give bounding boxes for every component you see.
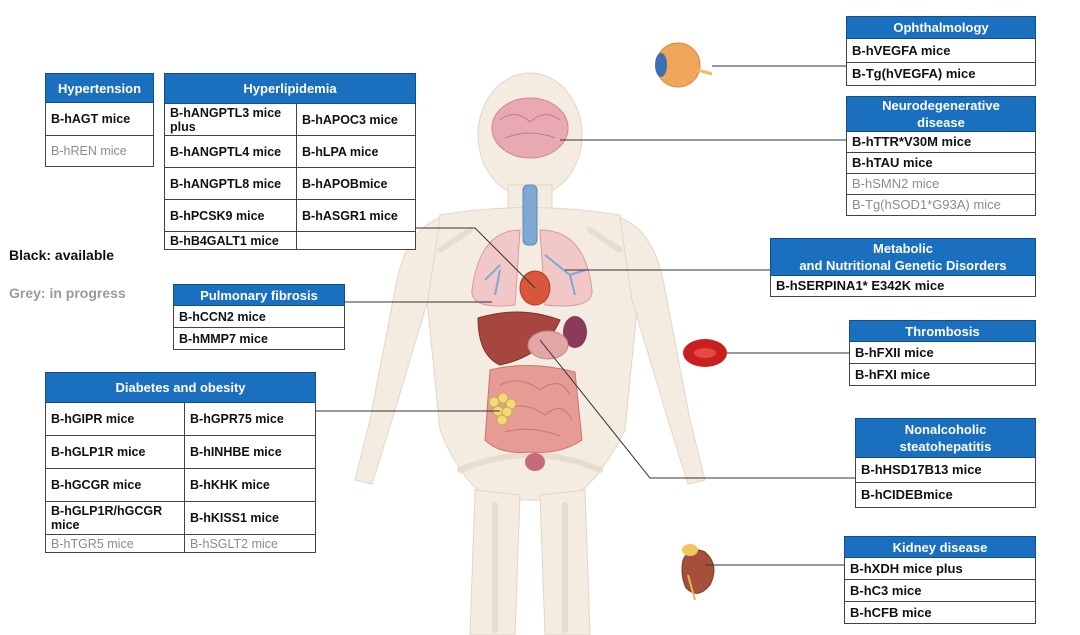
- list-item: B-hTTR*V30M mice: [846, 132, 1036, 153]
- hypertension-panel: Hypertension B-hAGT mice B-hREN mice: [45, 73, 154, 167]
- red-blood-cell-icon: [683, 339, 727, 367]
- list-item: B-hC3 mice: [844, 580, 1036, 602]
- list-item: B-hASGR1 mice: [297, 200, 416, 232]
- ophthalmology-panel: Ophthalmology B-hVEGFA mice B-Tg(hVEGFA)…: [846, 16, 1036, 86]
- kidney-disease-title: Kidney disease: [844, 536, 1036, 558]
- thrombosis-panel: Thrombosis B-hFXII mice B-hFXI mice: [849, 320, 1036, 386]
- pancreas-organ: [488, 392, 517, 426]
- list-item: B-hXDH mice plus: [844, 558, 1036, 580]
- list-item: B-hVEGFA mice: [846, 39, 1036, 63]
- list-item: B-hFXI mice: [849, 364, 1036, 386]
- list-item: B-hMMP7 mice: [173, 328, 345, 350]
- list-item: B-hCCN2 mice: [173, 306, 345, 328]
- list-item: B-hGLP1R/hGCGR mice: [45, 502, 185, 535]
- list-item: B-hANGPTL4 mice: [164, 136, 297, 168]
- diabetes-obesity-panel: Diabetes and obesity B-hGIPR mice B-hGPR…: [45, 372, 316, 553]
- list-item: B-hSERPINA1* E342K mice: [770, 276, 1036, 297]
- pulmonary-fibrosis-panel: Pulmonary fibrosis B-hCCN2 mice B-hMMP7 …: [173, 284, 345, 350]
- brain-organ: [491, 97, 569, 159]
- thrombosis-title: Thrombosis: [849, 320, 1036, 342]
- trachea-organ: [522, 184, 538, 246]
- list-item: [297, 232, 416, 250]
- kidney-disease-panel: Kidney disease B-hXDH mice plus B-hC3 mi…: [844, 536, 1036, 624]
- list-item: B-hAGT mice: [45, 103, 154, 136]
- list-item: B-Tg(hSOD1*G93A) mice: [846, 195, 1036, 216]
- diabetes-obesity-title: Diabetes and obesity: [45, 372, 316, 403]
- list-item: B-hGLP1R mice: [45, 436, 185, 469]
- list-item: B-hCIDEBmice: [855, 483, 1036, 508]
- list-item: B-hHSD17B13 mice: [855, 458, 1036, 483]
- list-item: B-hANGPTL3 mice plus: [164, 104, 297, 136]
- list-item: B-hLPA mice: [297, 136, 416, 168]
- hypertension-title: Hypertension: [45, 73, 154, 103]
- list-item: B-hCFB mice: [844, 602, 1036, 624]
- list-item: B-hFXII mice: [849, 342, 1036, 364]
- list-item: B-hREN mice: [45, 136, 154, 167]
- list-item: B-hGCGR mice: [45, 469, 185, 502]
- connector-lines: [316, 65, 855, 566]
- stomach-organ: [527, 330, 569, 360]
- legend-in-progress: Grey: in progress: [9, 285, 126, 301]
- list-item: B-hGPR75 mice: [185, 403, 316, 436]
- list-item: B-hAPOBmice: [297, 168, 416, 200]
- list-item: B-Tg(hVEGFA) mice: [846, 63, 1036, 86]
- list-item: B-hINHBE mice: [185, 436, 316, 469]
- list-item: B-hPCSK9 mice: [164, 200, 297, 232]
- list-item: B-hB4GALT1 mice: [164, 232, 297, 250]
- list-item: B-hKHK mice: [185, 469, 316, 502]
- list-item: B-hSGLT2 mice: [185, 535, 316, 553]
- ophthalmology-title: Ophthalmology: [846, 16, 1036, 39]
- list-item: B-hTAU mice: [846, 153, 1036, 174]
- right-lung-organ: [539, 229, 593, 307]
- list-item: B-hGIPR mice: [45, 403, 185, 436]
- hyperlipidemia-panel: Hyperlipidemia B-hANGPTL3 mice plus B-hA…: [164, 73, 416, 250]
- list-item: B-hKISS1 mice: [185, 502, 316, 535]
- kidney-icon: [681, 544, 715, 601]
- spleen-organ: [563, 316, 587, 348]
- pulmonary-fibrosis-title: Pulmonary fibrosis: [173, 284, 345, 306]
- legend-available: Black: available: [9, 247, 115, 263]
- hyperlipidemia-title: Hyperlipidemia: [164, 73, 416, 104]
- list-item: B-hTGR5 mice: [45, 535, 185, 553]
- list-item: B-hAPOC3 mice: [297, 104, 416, 136]
- eye-icon: [655, 42, 713, 88]
- bladder-organ: [525, 453, 545, 471]
- list-item: B-hSMN2 mice: [846, 174, 1036, 195]
- list-item: B-hANGPTL8 mice: [164, 168, 297, 200]
